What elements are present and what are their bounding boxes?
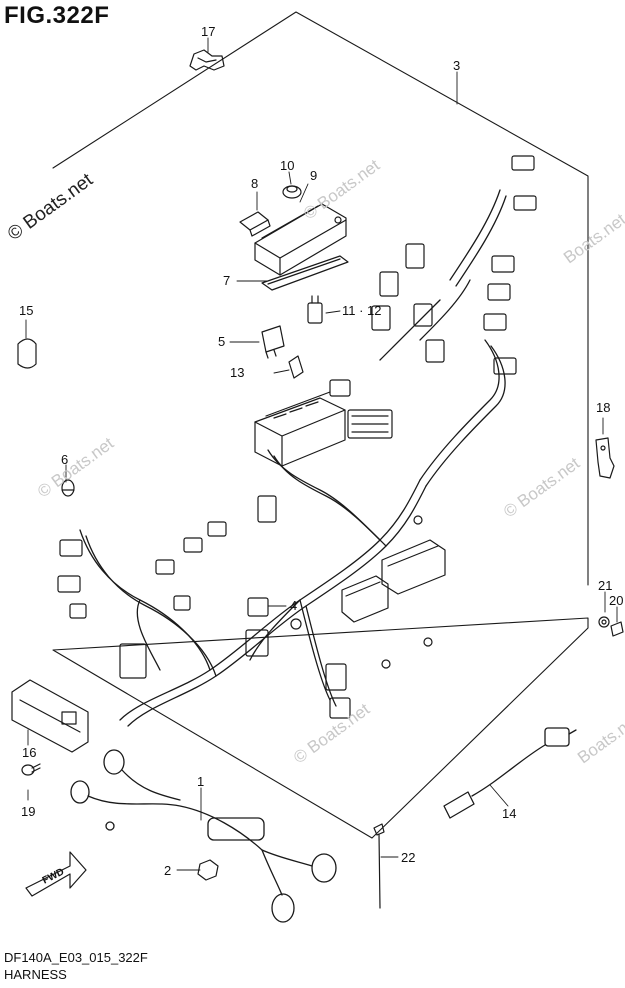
- callout-18[interactable]: 17: [201, 24, 216, 39]
- cap-14: [17, 338, 37, 369]
- callout-11-12[interactable]: 13: [230, 365, 245, 380]
- fuse-11-12: [288, 355, 304, 379]
- junction-box: [254, 391, 393, 467]
- callout-6[interactable]: 6: [61, 452, 69, 467]
- connectors: [57, 155, 537, 719]
- gasket-7: [261, 255, 349, 291]
- callout-19[interactable]: 19: [21, 804, 36, 819]
- clamp-18: [189, 49, 225, 71]
- cable-tie-22: [373, 823, 385, 909]
- callout-17[interactable]: 18: [596, 400, 611, 415]
- callout-5[interactable]: 5: [218, 334, 226, 349]
- ecm-connectors: [341, 539, 446, 623]
- fwd-arrow-icon: [25, 851, 87, 897]
- clip-8: [239, 211, 271, 237]
- figure-code: DF140A_E03_015_322F: [4, 950, 148, 965]
- figure-title: FIG.322F: [4, 2, 110, 29]
- callout-15[interactable]: 14: [502, 806, 517, 821]
- fuse-box-cover-9: [254, 203, 347, 276]
- fuse-13: [307, 295, 323, 324]
- bolt-20: [610, 621, 624, 637]
- bracket-16: [11, 679, 89, 753]
- callout-1[interactable]: 1: [197, 774, 205, 789]
- grommet-10: [282, 185, 302, 199]
- screw-19: [21, 763, 41, 776]
- clamp-17: [595, 437, 615, 479]
- harness-1: [70, 749, 337, 923]
- callout-3[interactable]: 3: [453, 58, 461, 73]
- callout-10[interactable]: 10: [280, 158, 295, 173]
- callout-14[interactable]: 15: [19, 303, 34, 318]
- assembly-frame: [52, 11, 589, 839]
- callout-7[interactable]: 7: [223, 273, 231, 288]
- callout-9[interactable]: 9: [310, 168, 318, 183]
- callout-20[interactable]: 20: [609, 593, 624, 608]
- harness-15: [443, 727, 577, 819]
- washer-21-hole: [601, 619, 607, 625]
- figure-name: HARNESS: [4, 967, 67, 982]
- main-harness-bundle: [79, 189, 507, 727]
- washer-21: [598, 616, 610, 628]
- callout-21[interactable]: 21: [598, 578, 613, 593]
- callout-22[interactable]: 22: [401, 850, 416, 865]
- callout-4[interactable]: 4: [290, 598, 298, 613]
- leader-lines: [25, 37, 618, 871]
- callout-2[interactable]: 2: [164, 863, 172, 878]
- callout-8[interactable]: 8: [251, 176, 259, 191]
- relay-5: [261, 325, 285, 359]
- nut-2: [197, 859, 219, 881]
- cap-6: [61, 479, 75, 497]
- callout-16[interactable]: 16: [22, 745, 37, 760]
- callout-13[interactable]: 11 · 12: [342, 303, 382, 318]
